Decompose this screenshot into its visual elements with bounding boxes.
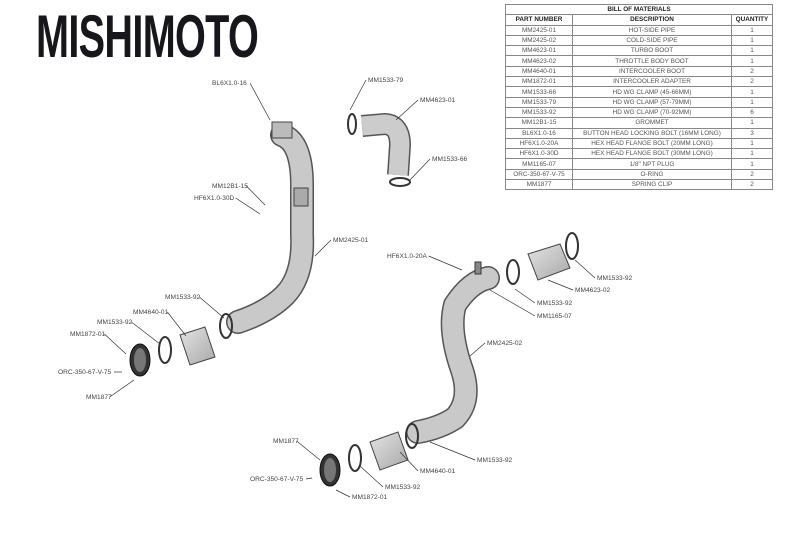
leader-line — [428, 255, 463, 271]
callout-label: MM1533-92 — [97, 319, 133, 326]
callout-label: MM1533-92 — [477, 457, 513, 464]
callout-label: ORC-350-67-V-75 — [58, 369, 111, 376]
leader-line — [547, 279, 574, 291]
leader-line — [235, 197, 261, 215]
leader-line — [246, 185, 266, 206]
cold-side-pipe — [406, 261, 500, 444]
callout-label: HF6X1.0-20A — [387, 253, 428, 260]
leader-line — [249, 82, 271, 121]
leader-line — [305, 477, 313, 480]
callout-label: MM1533-92 — [597, 275, 633, 282]
callout-label: MM1533-79 — [368, 77, 404, 84]
cold-side-boot-stack — [319, 232, 579, 487]
callout-label: MM4623-02 — [575, 287, 611, 294]
leader-line — [359, 465, 384, 488]
leader-line — [399, 451, 419, 472]
callout-label: MM4640-01 — [420, 468, 456, 475]
leader-line — [409, 158, 431, 181]
leader-line — [349, 79, 367, 111]
leader-line — [131, 321, 161, 345]
leader-line — [199, 296, 225, 319]
leader-line — [335, 489, 351, 498]
leader-line — [469, 342, 486, 357]
callout-label: HF6X1.0-30D — [194, 195, 235, 202]
brand-logo: MISHIMOTO — [36, 3, 259, 70]
callout-label: BL6X1.0-16 — [212, 80, 247, 87]
callout-labels: BL6X1.0-16 MM1533-79MM4623-01MM1533-66MM1… — [58, 77, 633, 501]
callout-label: ORC-350-67-V-75 — [250, 476, 303, 483]
hot-side-pipe — [226, 121, 315, 334]
callout-label: MM1872-01 — [70, 331, 106, 338]
callout-label: MM1533-92 — [385, 484, 421, 491]
callout-label: MM1872-01 — [352, 494, 388, 501]
callout-label: MM1533-92 — [537, 300, 573, 307]
leader-line — [167, 311, 187, 337]
callout-label: MM1877 — [86, 394, 112, 401]
callout-label: MM1533-66 — [432, 156, 468, 163]
leader-line — [109, 379, 135, 398]
leader-line — [395, 99, 419, 121]
leader-line — [104, 333, 127, 355]
turbo-boot — [347, 112, 412, 187]
callout-label: MM1877 — [273, 438, 299, 445]
callout-label: MM4640-01 — [133, 309, 169, 316]
bom-quantity: 2 — [731, 179, 773, 191]
callout-label: MM12B1-15 — [212, 183, 248, 190]
callout-label: MM2425-01 — [333, 237, 369, 244]
leader-line — [514, 288, 536, 304]
leader-line — [314, 239, 332, 257]
callout-label: MM4623-01 — [420, 97, 456, 104]
leader-line — [429, 441, 476, 461]
leader-line — [574, 259, 596, 279]
leader-line — [489, 289, 536, 317]
bill-of-materials-table: BILL OF MATERIALS PART NUMBER DESCRIPTIO… — [505, 3, 773, 191]
callout-label: MM1165-07 — [537, 313, 572, 320]
callout-label: MM1533-92 — [165, 294, 201, 301]
callout-label: MM2425-02 — [487, 340, 523, 347]
leader-line — [296, 440, 321, 461]
hot-side-intercooler-stack — [129, 313, 233, 377]
